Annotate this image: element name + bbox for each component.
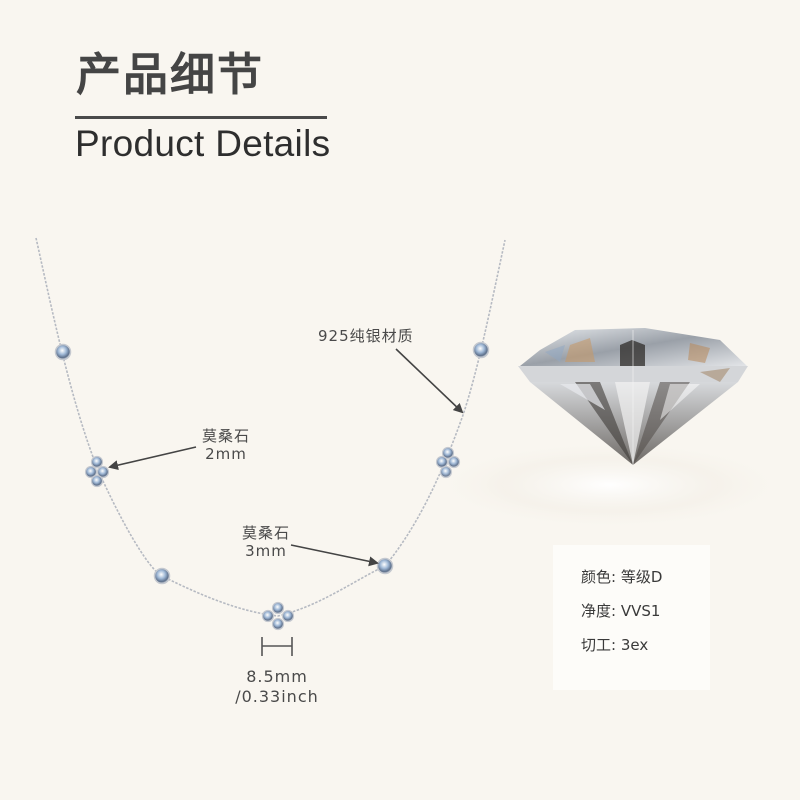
label-stone-2mm-size: 2mm	[205, 445, 247, 463]
label-stone-2mm: 莫桑石 2mm	[196, 427, 256, 463]
label-stone-3mm-size: 3mm	[245, 542, 287, 560]
label-silver-material: 925纯银材质	[318, 327, 414, 345]
stone-clover-center	[261, 601, 295, 631]
stone-bezel-right-upper	[472, 341, 490, 359]
stone-clover-left	[84, 455, 110, 488]
title-divider	[75, 116, 327, 119]
label-width-inch: /0.33inch	[235, 687, 319, 706]
arrow-silver	[395, 348, 464, 414]
spec-value: VVS1	[620, 602, 661, 620]
spec-key: 切工:	[581, 636, 617, 654]
gem-reflection	[430, 440, 790, 530]
label-stone-2mm-name: 莫桑石	[201, 427, 250, 445]
spec-value: 3ex	[620, 636, 649, 654]
stone-bezel-left-upper	[54, 343, 72, 361]
spec-row-color: 颜色: 等级D	[581, 567, 710, 601]
stone-bezel-left-lower	[153, 567, 171, 585]
label-width: 8.5mm /0.33inch	[222, 667, 332, 707]
page-title-cn: 产品细节	[76, 48, 265, 101]
label-width-mm: 8.5mm	[246, 667, 308, 686]
stone-bezel-right-lower	[376, 557, 394, 575]
spec-card: 颜色: 等级D 净度: VVS1 切工: 3ex	[553, 545, 710, 690]
arrow-stone-3mm	[290, 544, 379, 567]
width-dimension-icon	[261, 637, 293, 656]
spec-row-clarity: 净度: VVS1	[581, 601, 710, 635]
spec-value: 等级D	[620, 568, 663, 586]
gem-diamond	[518, 328, 748, 465]
spec-row-cut: 切工: 3ex	[581, 635, 710, 669]
necklace-chain	[35, 237, 506, 617]
label-stone-3mm-name: 莫桑石	[241, 524, 290, 542]
arrow-stone-2mm	[108, 446, 197, 471]
spec-key: 颜色:	[581, 568, 617, 586]
label-stone-3mm: 莫桑石 3mm	[236, 524, 296, 560]
page-title-en: Product Details	[75, 123, 331, 164]
spec-key: 净度:	[581, 602, 617, 620]
